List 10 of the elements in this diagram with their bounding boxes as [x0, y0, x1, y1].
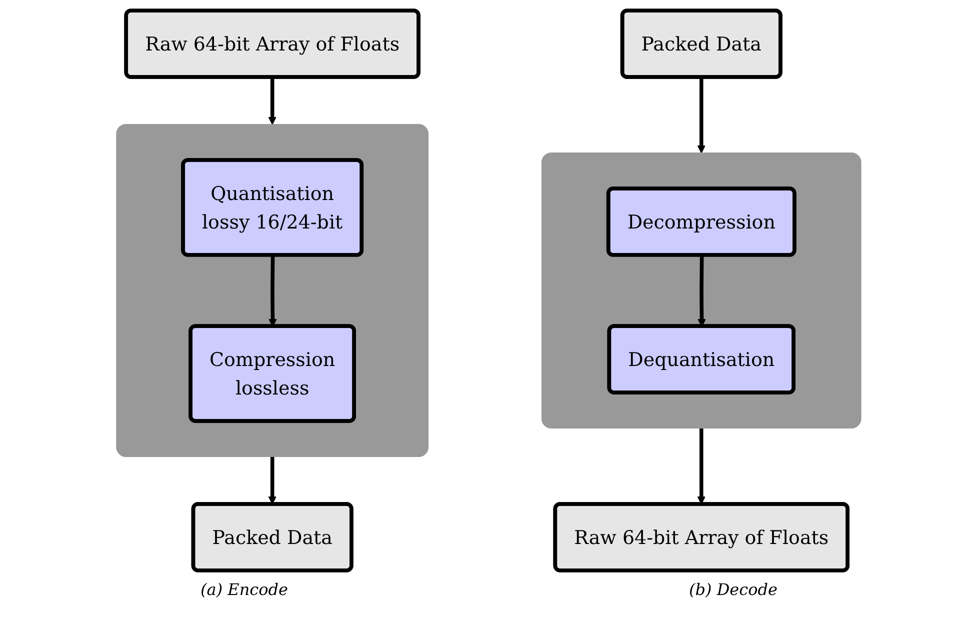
- caption: (b) Decode: [689, 580, 778, 599]
- arrow: [697, 76, 706, 153]
- arrow: [697, 428, 706, 504]
- arrow: [698, 254, 706, 326]
- cluster: [542, 152, 862, 428]
- arrow: [268, 456, 277, 504]
- cluster: [116, 123, 429, 457]
- caption: (a) Encode: [200, 580, 288, 599]
- arrow: [268, 254, 278, 326]
- arrow: [268, 76, 277, 124]
